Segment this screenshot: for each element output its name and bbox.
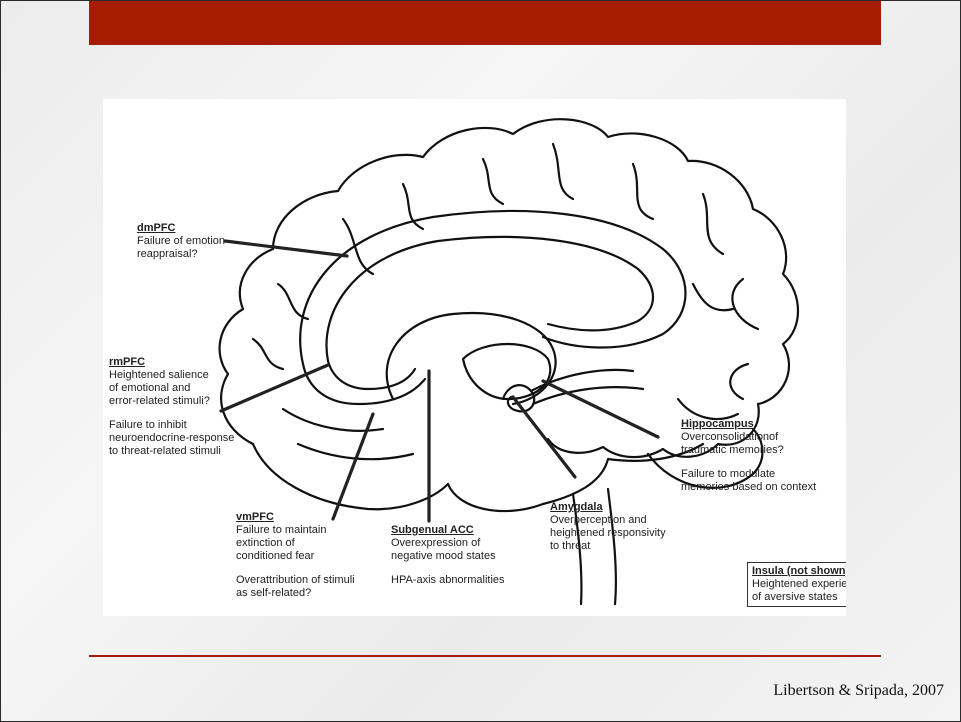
amygdala-shape <box>501 384 536 413</box>
label-amygdala: Amygdala Overperception and heightened r… <box>550 501 666 552</box>
label-vmpfc: vmPFC Failure to maintain extinction of … <box>236 511 355 599</box>
leader-rmpfc <box>219 363 330 413</box>
label-dmpfc: dmPFC Failure of emotion reappraisal? <box>137 222 226 260</box>
leader-vmpfc <box>331 412 375 521</box>
cerebellum <box>646 427 764 489</box>
label-subgenual-acc: Subgenual ACC Overexpression of negative… <box>391 524 505 586</box>
leader-hippocampus <box>541 379 660 439</box>
title-bar <box>89 1 881 45</box>
bottom-rule <box>89 655 881 657</box>
leader-dmpfc <box>223 239 349 258</box>
label-hippocampus: Hippocampus Overconsolidationof traumati… <box>681 418 817 493</box>
brainstem <box>571 492 583 606</box>
corpus-callosum <box>299 209 687 366</box>
brain-outline <box>218 118 800 459</box>
leader-amygdala <box>511 395 577 479</box>
label-insula: Insula (not shown) Heightened experience… <box>747 562 846 607</box>
brain-figure: dmPFC Failure of emotion reappraisal? rm… <box>103 99 846 616</box>
temporal-lobe <box>446 442 705 513</box>
orbital-surface <box>251 442 450 511</box>
citation: Libertson & Sripada, 2007 <box>773 682 944 699</box>
brain-illustration <box>218 118 800 606</box>
label-rmpfc: rmPFC Heightened salience of emotional a… <box>109 356 235 457</box>
